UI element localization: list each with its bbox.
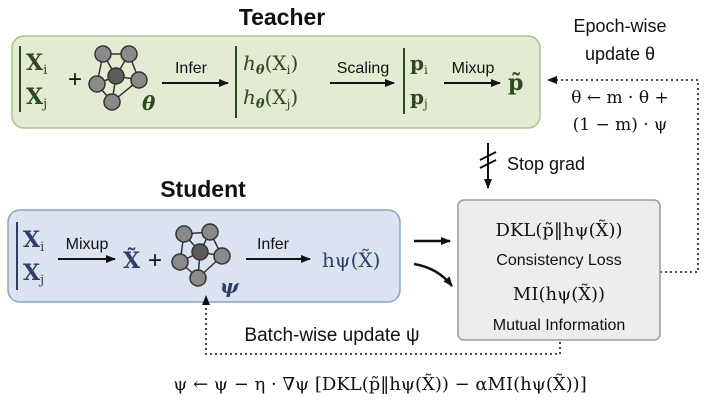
student-infer-label: Infer	[257, 236, 290, 253]
student-title: Student	[160, 176, 246, 202]
teacher-input-xj: Xj	[26, 84, 47, 112]
student-output: hψ(X̃)	[322, 248, 380, 272]
batch-update-label: Batch-wise update ψ	[244, 325, 419, 346]
student-plus-symbol: +	[148, 247, 162, 274]
epoch-update-line2: update θ	[585, 44, 655, 64]
mutual-information-label: Mutual Information	[493, 317, 626, 334]
student-input-xj: Xj	[23, 260, 44, 288]
epoch-update-line1: Epoch-wise	[573, 16, 666, 36]
stop-grad-tick-1	[479, 151, 497, 161]
teacher-theta-label: θ	[142, 91, 156, 115]
teacher-box	[11, 35, 541, 129]
mutual-information-term: MI(hψ(X̃))	[513, 283, 605, 305]
student-network-icon	[171, 223, 231, 287]
teacher-input-xi: Xi	[26, 50, 47, 78]
teacher-output-hi: hθ(Xi)	[243, 51, 298, 78]
teacher-plus-symbol: +	[68, 66, 82, 93]
teacher-title: Teacher	[239, 4, 326, 30]
teacher-infer-label: Infer	[175, 60, 208, 77]
epoch-update-dotted-arrow	[547, 76, 699, 273]
epoch-update-rule-line2: (1 − m) · ψ	[573, 115, 668, 135]
teacher-prob-pj: pj	[410, 85, 428, 111]
batch-update-dotted-arrow	[202, 295, 561, 355]
batch-update-rule: ψ ← ψ − η · ∇ψ [DKL(p̃‖hψ(X̃)) − αMI(hψ(…	[173, 373, 586, 395]
kl-divergence-term: DKL(p̃‖hψ(X̃))	[496, 219, 623, 241]
epoch-update-rule-line1: θ ← m · θ +	[571, 88, 669, 108]
stop-grad-label: Stop grad	[507, 154, 585, 174]
teacher-network-icon	[88, 45, 148, 111]
student-to-mi-arrow	[413, 262, 453, 287]
student-input-xi: Xi	[23, 227, 44, 255]
teacher-mixed-prob: p̃	[508, 70, 523, 96]
student-psi-label: ψ	[220, 274, 240, 298]
teacher-prob-pi: pi	[410, 51, 428, 77]
teacher-mixup-label: Mixup	[452, 60, 495, 77]
loss-box	[457, 199, 661, 341]
stop-grad-tick-2	[479, 159, 497, 169]
consistency-loss-label: Consistency Loss	[496, 252, 621, 269]
student-mixed-input: X̃	[123, 248, 141, 274]
teacher-scaling-label: Scaling	[337, 60, 389, 77]
batch-update-label-bg	[218, 321, 446, 347]
student-mixup-label: Mixup	[66, 236, 109, 253]
teacher-output-hj: hθ(Xj)	[243, 85, 298, 112]
